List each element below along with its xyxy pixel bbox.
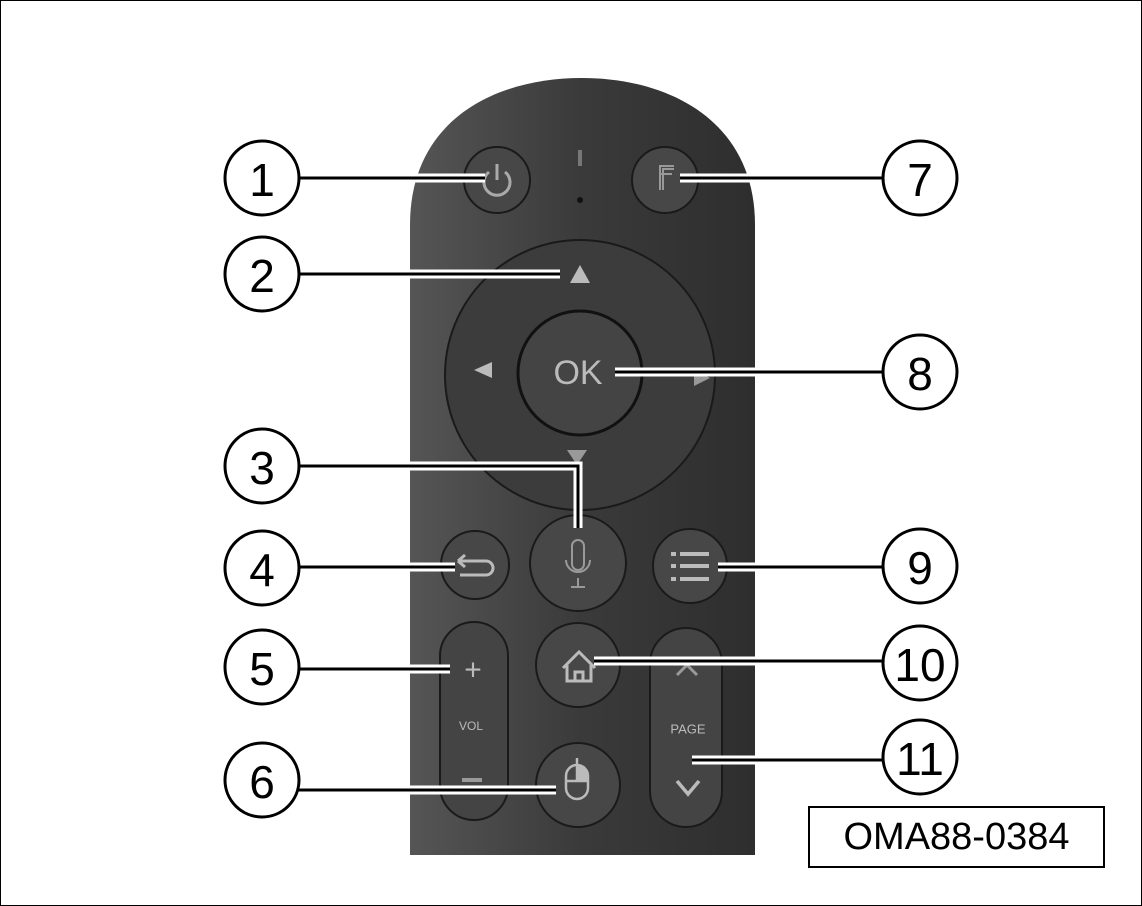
svg-text:2: 2 (249, 250, 275, 302)
svg-text:11: 11 (896, 733, 944, 785)
callout-1: 1 (223, 139, 301, 217)
callouts: 1 2 3 4 5 6 7 8 9 10 11 (223, 139, 959, 819)
callout-7: 7 (881, 139, 959, 217)
voice-button[interactable] (529, 514, 627, 612)
page-down-icon[interactable] (675, 779, 701, 797)
svg-text:4: 4 (249, 544, 275, 596)
mic-hole (577, 197, 583, 203)
volume-rocker[interactable]: + VOL (439, 621, 509, 821)
menu-list-icon (671, 552, 709, 581)
svg-text:7: 7 (907, 154, 933, 206)
volume-up-label[interactable]: + (464, 654, 482, 687)
svg-text:10: 10 (894, 639, 945, 691)
svg-text:5: 5 (249, 643, 275, 695)
back-icon (457, 553, 495, 577)
ok-label: OK (553, 354, 602, 392)
up-arrow-icon[interactable] (570, 265, 590, 283)
figure-code-label: OMA88-0384 (808, 806, 1105, 868)
menu-button[interactable] (652, 528, 728, 604)
callout-8: 8 (881, 333, 959, 411)
callout-4: 4 (223, 529, 301, 607)
svg-text:6: 6 (249, 756, 275, 808)
mouse-mode-button[interactable] (535, 742, 621, 828)
callout-10: 10 (881, 624, 959, 702)
callout-9: 9 (881, 527, 959, 605)
svg-text:9: 9 (907, 542, 933, 594)
svg-text:8: 8 (907, 348, 933, 400)
leader-lines (298, 173, 884, 795)
page-rocker[interactable]: PAGE (649, 627, 723, 828)
callout-2: 2 (223, 235, 301, 313)
callout-6: 6 (223, 741, 301, 819)
home-icon (561, 649, 597, 683)
callout-3: 3 (223, 427, 301, 505)
down-arrow-icon[interactable] (567, 450, 587, 465)
led-indicator (578, 150, 582, 166)
page-label: PAGE (670, 722, 705, 737)
svg-text:3: 3 (249, 442, 275, 494)
f-icon (659, 165, 674, 190)
volume-down-icon[interactable] (462, 778, 482, 782)
callout-5: 5 (223, 628, 301, 706)
volume-label: VOL (459, 719, 483, 733)
left-arrow-icon[interactable] (474, 362, 492, 378)
svg-text:1: 1 (249, 154, 275, 206)
microphone-icon (565, 539, 591, 588)
callout-11: 11 (881, 718, 959, 796)
